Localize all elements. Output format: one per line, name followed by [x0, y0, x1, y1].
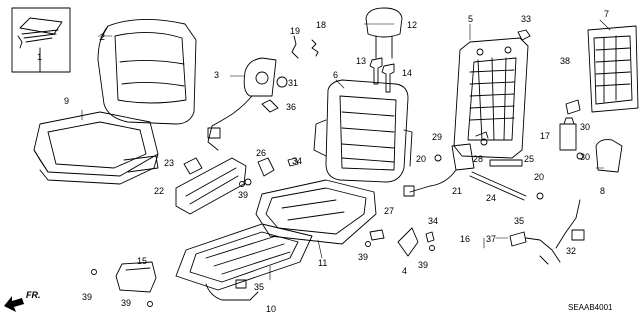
knob-cover-part [595, 139, 623, 173]
callout-10: 10 [266, 304, 277, 314]
side-cover-parts [175, 157, 247, 215]
callout-17: 17 [540, 131, 551, 141]
clip-strip-part [11, 7, 71, 73]
seat-back-cover-part [97, 19, 197, 125]
callout-35b: 35 [254, 282, 265, 292]
wire-harness-part [509, 199, 585, 265]
callout-39c: 39 [418, 260, 429, 270]
callout-32: 32 [566, 246, 577, 256]
front-direction-arrow-icon [4, 296, 24, 312]
frame-assembly-part [587, 25, 639, 113]
callout-37: 37 [486, 234, 497, 244]
leader-lines [81, 19, 611, 281]
lower-side-cover-part [115, 261, 157, 293]
seat-back-frame-part [453, 37, 529, 159]
callout-1: 1 [37, 52, 43, 62]
callout-2: 2 [100, 32, 106, 42]
callout-15: 15 [137, 256, 148, 266]
callout-6: 6 [333, 70, 339, 80]
callout-39b: 39 [358, 252, 369, 262]
callout-19: 19 [290, 26, 301, 36]
callout-39a: 39 [238, 190, 249, 200]
bracket-26-part [244, 157, 275, 186]
callout-21: 21 [452, 186, 463, 196]
callout-4: 4 [402, 266, 408, 276]
callout-25: 25 [524, 154, 535, 164]
callout-38: 38 [560, 56, 571, 66]
callout-27: 27 [384, 206, 395, 216]
clip-20-parts [434, 154, 544, 200]
callout-28: 28 [473, 154, 484, 164]
callout-31: 31 [288, 78, 299, 88]
fastener-parts [91, 157, 435, 307]
headrest-part [365, 7, 403, 59]
nut-33-part [517, 29, 531, 41]
callout-5: 5 [468, 14, 474, 24]
seat-cushion-cover-part [33, 111, 159, 185]
callout-16: 16 [460, 234, 471, 244]
seat-cushion-pad-part [255, 179, 377, 245]
callout-36: 36 [286, 102, 297, 112]
callout-26: 26 [256, 148, 267, 158]
small-bracket-parts [261, 35, 319, 113]
callout-30a: 30 [580, 122, 591, 132]
callout-20a: 20 [416, 154, 427, 164]
callout-23: 23 [164, 158, 175, 168]
rod-parts [469, 159, 527, 201]
callout-34b: 34 [428, 216, 439, 226]
bushing-38-part [565, 99, 581, 115]
bracket-4-part [397, 227, 419, 257]
callout-29: 29 [432, 132, 443, 142]
callout-39e: 39 [121, 298, 132, 308]
callout-8: 8 [600, 186, 606, 196]
callout-11: 11 [318, 258, 328, 268]
lumbar-actuator-part [403, 131, 489, 197]
callout-24: 24 [486, 193, 497, 203]
seat-frame-part [175, 223, 313, 301]
diagram-reference-code: SEAAB4001 [568, 303, 613, 312]
recline-unit-part [559, 117, 584, 160]
callout-7: 7 [604, 9, 610, 19]
airbag-module-part [207, 57, 277, 151]
callout-18: 18 [316, 20, 327, 30]
callout-13: 13 [356, 56, 367, 66]
callout-20b: 20 [534, 172, 545, 182]
callout-33: 33 [521, 14, 532, 24]
callout-14: 14 [402, 68, 413, 78]
callout-12: 12 [407, 20, 418, 30]
callout-39d: 39 [82, 292, 93, 302]
callout-22: 22 [154, 186, 165, 196]
callout-35a: 35 [514, 216, 525, 226]
seat-back-pad-part [313, 79, 413, 183]
callout-34a: 34 [292, 156, 303, 166]
headrest-guide-parts [369, 57, 395, 93]
callout-9: 9 [64, 96, 70, 106]
front-direction-label: FR. [26, 290, 41, 300]
callout-30b: 30 [580, 152, 591, 162]
callout-3: 3 [214, 70, 220, 80]
